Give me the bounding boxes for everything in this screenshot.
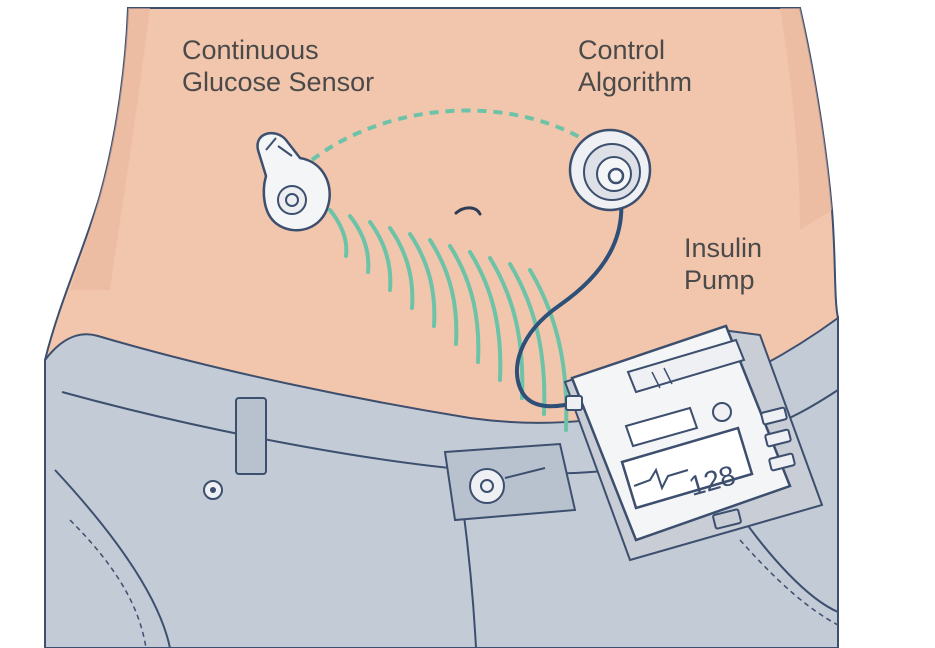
label-line: Insulin [684, 232, 762, 264]
label-continuous-glucose-sensor: Continuous Glucose Sensor [182, 34, 374, 98]
label-line: Glucose Sensor [182, 66, 374, 98]
label-control-algorithm: Control Algorithm [578, 34, 692, 98]
jeans-button [470, 469, 504, 503]
control-algorithm-device [570, 130, 650, 210]
label-line: Algorithm [578, 66, 692, 98]
button-tab [445, 444, 575, 520]
label-line: Continuous [182, 34, 374, 66]
label-line: Pump [684, 264, 762, 296]
belt-loop [236, 398, 266, 474]
label-insulin-pump: Insulin Pump [684, 232, 762, 296]
label-line: Control [578, 34, 692, 66]
